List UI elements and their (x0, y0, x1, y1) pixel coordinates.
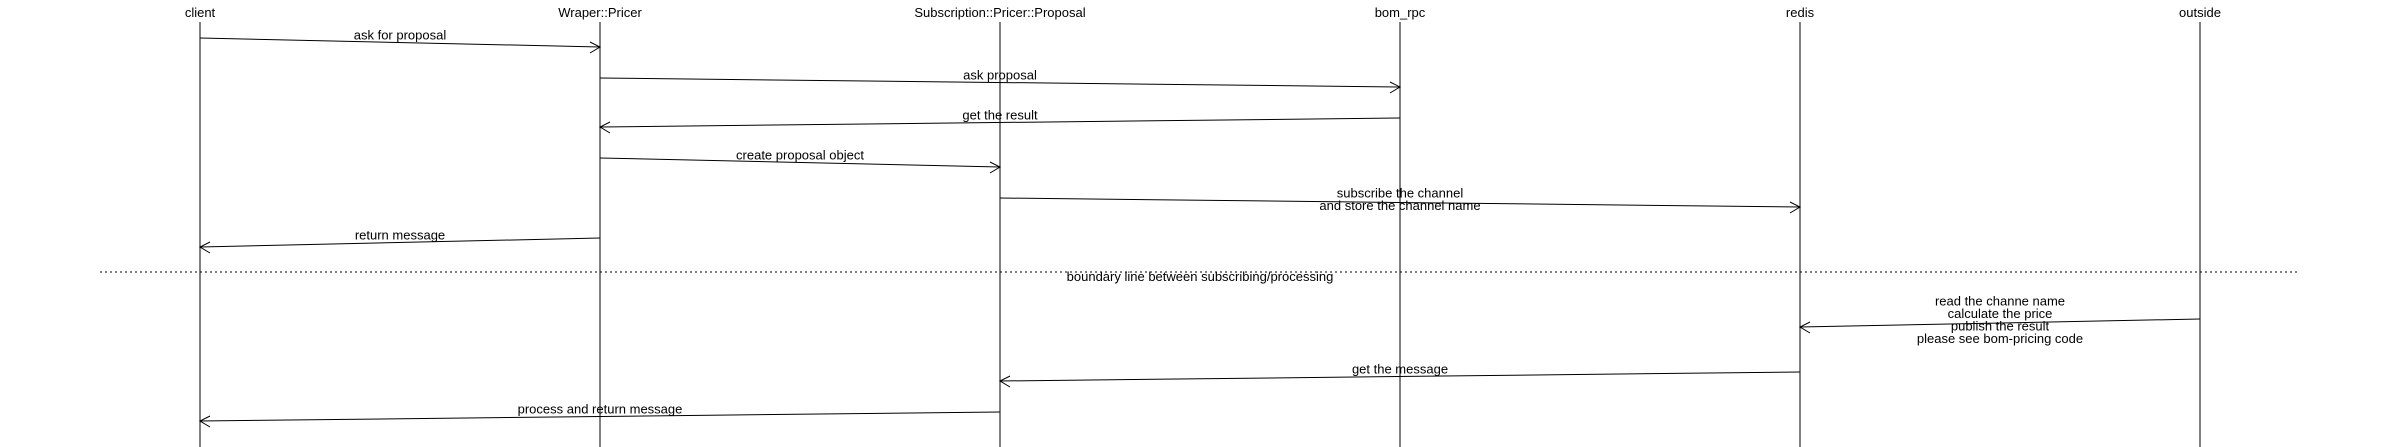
arrowhead-icon (589, 41, 602, 54)
message-label: subscribe the channel (1337, 185, 1464, 200)
message-label: calculate the price (1948, 306, 2053, 321)
message-label: ask proposal (963, 68, 1037, 83)
message-label: process and return message (518, 402, 683, 417)
message-1: ask for proposal (199, 28, 602, 54)
participant-label-client: client (185, 5, 216, 20)
lifelines: client Wraper::Pricer Subscription::Pricer… (185, 5, 2221, 447)
message-arrow-line (199, 411, 1001, 422)
message-label: read the channe name (1935, 293, 2065, 308)
arrowhead-icon (598, 121, 611, 134)
message-label: return message (355, 228, 445, 243)
arrowhead-icon (1798, 321, 1811, 334)
messages: ask for proposal ask proposal get the resu… (198, 28, 2201, 428)
message-arrow-line (199, 237, 601, 248)
message-label: get the message (1352, 362, 1448, 377)
participant-label-redis: redis (1786, 5, 1815, 20)
message-arrow-line (599, 157, 1001, 168)
arrowhead-icon (989, 161, 1002, 174)
arrowhead-icon (1389, 81, 1402, 94)
message-label: and store the channel name (1319, 198, 1480, 213)
participant-label-proposal: Subscription::Pricer::Proposal (914, 5, 1085, 20)
message-8: get the message (998, 362, 1801, 388)
message-label: please see bom-pricing code (1917, 331, 2083, 346)
message-6: return message (198, 228, 601, 254)
message-3: get the result (598, 108, 1401, 134)
arrowhead-icon (998, 375, 1011, 388)
arrowhead-icon (198, 241, 211, 254)
arrowhead-icon (198, 415, 211, 428)
participant-label-bom_rpc: bom_rpc (1375, 5, 1426, 20)
message-arrow-line (1799, 318, 2201, 328)
message-arrow-line (999, 371, 1801, 382)
message-arrow-line (599, 117, 1401, 128)
boundary-divider-label: boundary line between subscribing/proces… (1067, 269, 1334, 284)
message-9: process and return message (198, 402, 1001, 428)
message-label: publish the result (1951, 318, 2050, 333)
message-4: create proposal object (599, 148, 1002, 174)
message-label: get the result (962, 108, 1038, 123)
arrowhead-icon (1789, 201, 1802, 214)
message-label: create proposal object (736, 148, 864, 163)
message-2: ask proposal (599, 68, 1402, 94)
message-arrow-line (999, 197, 1801, 208)
participant-label-outside: outside (2179, 5, 2221, 20)
participant-label-wraper: Wraper::Pricer (558, 5, 642, 20)
message-arrow-line (599, 77, 1401, 88)
message-arrow-line (199, 37, 601, 48)
message-label: ask for proposal (354, 28, 447, 43)
